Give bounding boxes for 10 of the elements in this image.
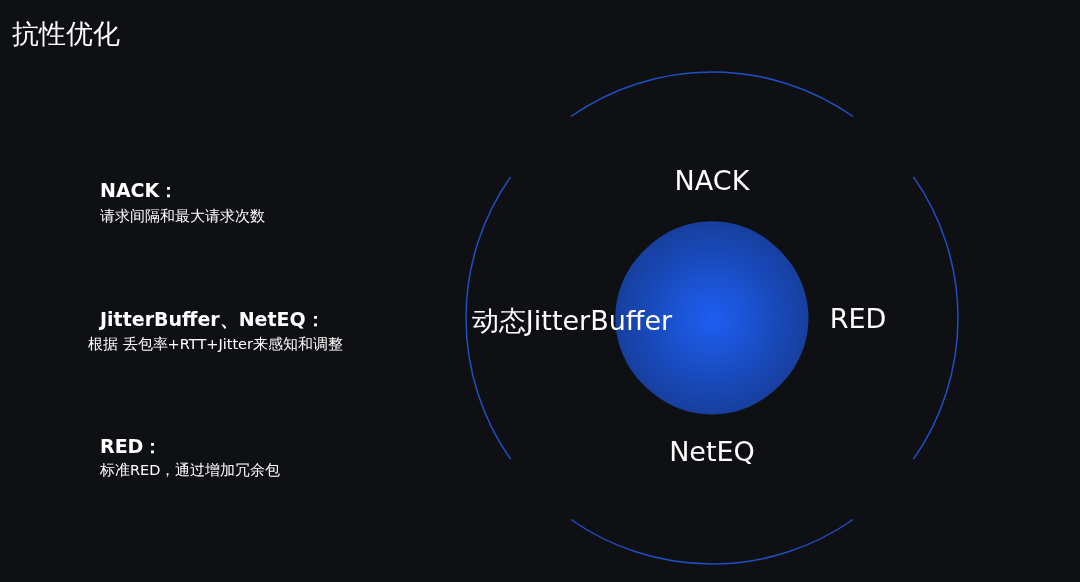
item-description: 请求间隔和最大请求次数 [100,207,265,226]
item-heading: NACK： [100,178,179,203]
petal-label: RED [829,302,887,334]
item-description: 根据 丢包率+RTT+Jitter来感知和调整 [88,335,343,354]
slide-title: 抗性优化 [12,17,120,51]
item-heading: RED： [100,434,163,459]
item-description: 标准RED，通过增加冗余包 [100,461,281,480]
petal-label: NACK [674,164,750,196]
item-heading: JitterBuffer、NetEQ： [100,307,325,332]
petal-label: NetEQ [669,435,755,467]
